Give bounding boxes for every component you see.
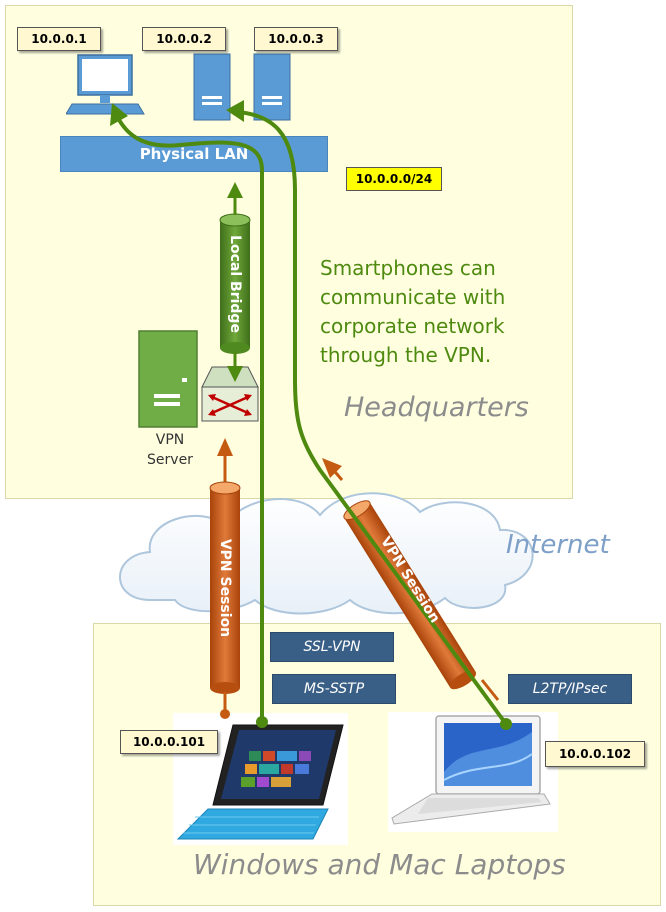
ip-label-mac-laptop: 10.0.0.102 [545, 741, 645, 767]
ip-label-windows-laptop: 10.0.0.101 [120, 730, 218, 754]
local-bridge-label: Local Bridge [227, 235, 243, 333]
ip-label-pc: 10.0.0.1 [17, 27, 101, 51]
vpn-session-label-left: VPN Session [217, 538, 233, 638]
vpn-server-icon [138, 330, 198, 428]
mac-laptop-icon [388, 712, 558, 832]
vpn-session-tube-left [209, 438, 241, 719]
laptops-zone-label: Windows and Mac Laptops [193, 848, 566, 881]
vpn-server-label-line1: VPN [155, 432, 185, 448]
ip-label-server3: 10.0.0.3 [254, 27, 338, 51]
green-path-windows-to-pc [110, 103, 268, 728]
local-bridge-tube [219, 182, 251, 382]
protocol-ssl-vpn: SSL-VPN [270, 632, 394, 662]
note-line: communicate with [320, 285, 506, 309]
note-line: corporate network [320, 314, 505, 338]
protocol-ms-sstp: MS-SSTP [272, 674, 396, 704]
green-path-mac-to-server [226, 100, 512, 730]
internet-label: Internet [506, 530, 610, 560]
protocol-l2tp-ipsec: L2TP/IPsec [508, 674, 632, 704]
hub-icon [201, 366, 259, 422]
note-line: Smartphones can [320, 256, 496, 280]
smartphone-note: Smartphones can communicate with corpora… [320, 254, 505, 370]
subnet-label: 10.0.0.0/24 [346, 167, 442, 191]
server-icon [253, 53, 291, 121]
note-line: through the VPN. [320, 343, 492, 367]
headquarters-label: Headquarters [344, 392, 529, 423]
vpn-server-label: VPN Server [140, 430, 200, 470]
vpn-server-label-line2: Server [147, 452, 193, 468]
ip-label-server2: 10.0.0.2 [142, 27, 226, 51]
server-icon [193, 53, 231, 121]
windows-tablet-icon [173, 713, 348, 845]
desktop-pc-icon [66, 54, 145, 115]
